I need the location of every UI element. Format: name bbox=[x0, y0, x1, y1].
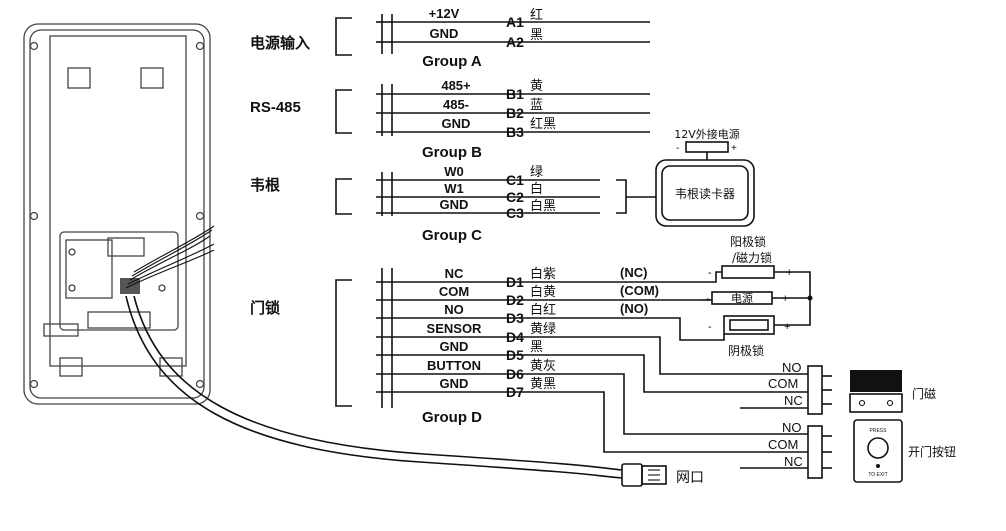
exit-button-com: COM bbox=[768, 437, 798, 452]
group-d-label: Group D bbox=[422, 409, 482, 426]
lock-circuit: 阳极锁 /磁力锁 - + 电源 - + - + 阴极锁 bbox=[660, 234, 813, 358]
group-d: NC COM NO SENSOR GND BUTTON GND D1 D2 D3… bbox=[335, 265, 808, 453]
wire-d5-signal: GND bbox=[440, 339, 469, 354]
power-supply-label: 电源 bbox=[731, 291, 753, 305]
wire-d6-pin: D6 bbox=[506, 366, 524, 382]
exit-button-face-top: PRESS bbox=[870, 428, 888, 434]
network-port: 网口 bbox=[621, 463, 704, 487]
ext-power-label: 12V外接电源 bbox=[674, 127, 740, 141]
wire-d6-color: 黄灰 bbox=[530, 359, 556, 374]
exit-button-label: 开门按钮 bbox=[908, 444, 956, 459]
wire-b1-signal: 485+ bbox=[441, 78, 471, 93]
wiegand-reader-label: 韦根读卡器 bbox=[675, 187, 735, 201]
wire-d4-color: 黄绿 bbox=[530, 322, 556, 337]
door-sensor: NO COM NC 门磁 bbox=[740, 360, 936, 415]
wire-d1-signal: NC bbox=[445, 266, 464, 281]
anode-lock-minus: - bbox=[708, 267, 712, 279]
wire-c1-color: 绿 bbox=[530, 165, 543, 180]
group-a: +12V GND A1 A2 红 黑 Group A bbox=[335, 6, 650, 70]
wire-b2-color: 蓝 bbox=[530, 98, 543, 113]
anode-lock-label-1: 阳极锁 bbox=[730, 234, 766, 249]
section-power: 电源输入 bbox=[250, 34, 310, 52]
wire-c1-pin: C1 bbox=[506, 172, 524, 188]
wire-d2-color: 白黄 bbox=[530, 284, 556, 300]
wire-c3-signal: GND bbox=[440, 197, 469, 212]
wire-b3-pin: B3 bbox=[506, 124, 524, 140]
section-wiegand: 韦根 bbox=[250, 176, 280, 194]
wire-d1-color: 白紫 bbox=[530, 266, 556, 282]
wire-d2-note: (COM) bbox=[620, 283, 659, 298]
cathode-lock-label: 阴极锁 bbox=[728, 343, 764, 358]
wire-d5-color: 黑 bbox=[530, 340, 543, 355]
wire-a1-pin: A1 bbox=[506, 14, 524, 30]
door-sensor-nc: NC bbox=[784, 393, 803, 408]
wire-c3-pin: C3 bbox=[506, 205, 524, 221]
wire-c1-signal: W0 bbox=[444, 164, 464, 179]
exit-button: NO COM NC PRESS TO EXIT 开门按钮 bbox=[740, 419, 956, 483]
exit-button-face-bottom: TO EXIT bbox=[868, 472, 887, 478]
wiegand-reader: 韦根读卡器 - + 12V外接电源 bbox=[655, 127, 755, 227]
wire-a1-color: 红 bbox=[530, 7, 543, 23]
group-b-label: Group B bbox=[422, 144, 482, 161]
wire-d1-note: (NC) bbox=[620, 265, 647, 280]
ext-power-minus: - bbox=[676, 143, 679, 154]
wire-d5-pin: D5 bbox=[506, 347, 524, 363]
cathode-lock-minus: - bbox=[708, 321, 712, 333]
wire-a2-color: 黑 bbox=[530, 28, 543, 43]
group-b: 485+ 485- GND B1 B2 B3 黄 蓝 红黑 Group B bbox=[335, 78, 650, 161]
wire-a2-pin: A2 bbox=[506, 34, 524, 50]
anode-lock-plus: + bbox=[786, 267, 792, 279]
door-sensor-label: 门磁 bbox=[912, 386, 936, 401]
cathode-lock-plus: + bbox=[784, 321, 790, 333]
wire-d3-pin: D3 bbox=[506, 310, 524, 326]
wire-d1-pin: D1 bbox=[506, 274, 524, 290]
section-rs485: RS-485 bbox=[250, 99, 301, 116]
wire-b1-color: 黄 bbox=[530, 79, 543, 94]
network-port-label: 网口 bbox=[676, 470, 704, 486]
door-sensor-com: COM bbox=[768, 376, 798, 391]
wire-b3-color: 红黑 bbox=[530, 116, 556, 132]
power-supply-plus: + bbox=[782, 293, 788, 305]
wire-c2-color: 白 bbox=[530, 181, 543, 197]
wire-d3-note: (NO) bbox=[620, 301, 648, 316]
wire-d6-signal: BUTTON bbox=[427, 358, 481, 373]
wire-b3-signal: GND bbox=[442, 116, 471, 131]
wire-c3-color: 白黑 bbox=[530, 198, 556, 214]
wire-d7-pin: D7 bbox=[506, 384, 524, 400]
door-sensor-no: NO bbox=[782, 360, 802, 375]
wire-d3-color: 白红 bbox=[530, 302, 556, 318]
wire-d2-signal: COM bbox=[439, 284, 469, 299]
wire-d2-pin: D2 bbox=[506, 292, 524, 308]
wire-d4-pin: D4 bbox=[506, 329, 524, 345]
wire-c2-pin: C2 bbox=[506, 189, 524, 205]
section-lock: 门锁 bbox=[250, 299, 280, 317]
ext-power-plus: + bbox=[731, 143, 737, 154]
device-back-view bbox=[23, 23, 623, 479]
wire-b1-pin: B1 bbox=[506, 86, 524, 102]
wire-a1-signal: +12V bbox=[429, 6, 460, 21]
anode-lock-label-2: /磁力锁 bbox=[732, 250, 772, 265]
wire-c2-signal: W1 bbox=[444, 181, 464, 196]
wire-d7-color: 黄黑 bbox=[530, 377, 556, 392]
wire-b2-pin: B2 bbox=[506, 105, 524, 121]
wire-d3-signal: NO bbox=[444, 302, 464, 317]
group-c-label: Group C bbox=[422, 227, 482, 244]
exit-button-nc: NC bbox=[784, 454, 803, 469]
wire-d7-signal: GND bbox=[440, 376, 469, 391]
wire-b2-signal: 485- bbox=[443, 97, 469, 112]
wire-a2-signal: GND bbox=[430, 26, 459, 41]
exit-button-no: NO bbox=[782, 420, 802, 435]
group-c: W0 W1 GND C1 C2 C3 绿 白 白黑 Group C bbox=[335, 164, 656, 244]
group-a-label: Group A bbox=[422, 53, 482, 70]
power-supply-minus: - bbox=[706, 293, 710, 305]
wire-d4-signal: SENSOR bbox=[427, 321, 483, 336]
